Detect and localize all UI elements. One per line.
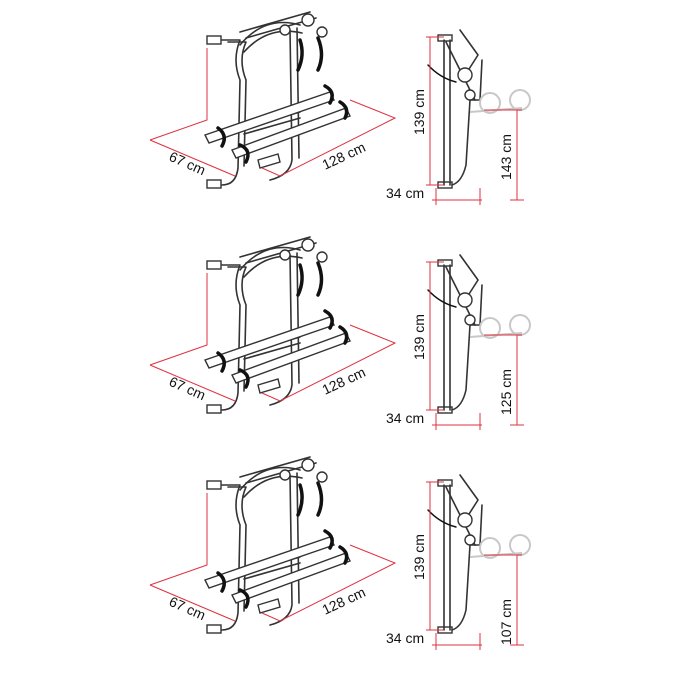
- depth-dimension: 34 cm: [386, 185, 424, 201]
- height-dimension: 139 cm: [411, 314, 427, 360]
- rack-row-1: 67 cm 128 cm 139 cm 34 cm 143 cm: [148, 10, 531, 206]
- rack-side-view: [425, 254, 531, 431]
- rack-side-view: [425, 29, 531, 206]
- height-dimension: 139 cm: [411, 89, 427, 135]
- height-dimension: 139 cm: [411, 534, 427, 580]
- rack-row-2: 67 cm 128 cm 139 cm 34 cm 125 cm: [148, 235, 531, 431]
- ground-clearance-dimension: 107 cm: [498, 599, 514, 645]
- width-dimension: 67 cm: [167, 593, 208, 623]
- width-dimension: 67 cm: [167, 148, 208, 178]
- depth-dimension: 34 cm: [386, 630, 424, 646]
- rack-side-view: [425, 474, 531, 651]
- ground-clearance-dimension: 143 cm: [498, 134, 514, 180]
- rack-row-3: 67 cm 128 cm 139 cm 34 cm 107 cm: [148, 455, 531, 651]
- depth-dimension: 34 cm: [386, 410, 424, 426]
- ground-clearance-dimension: 125 cm: [498, 369, 514, 415]
- width-dimension: 67 cm: [167, 373, 208, 403]
